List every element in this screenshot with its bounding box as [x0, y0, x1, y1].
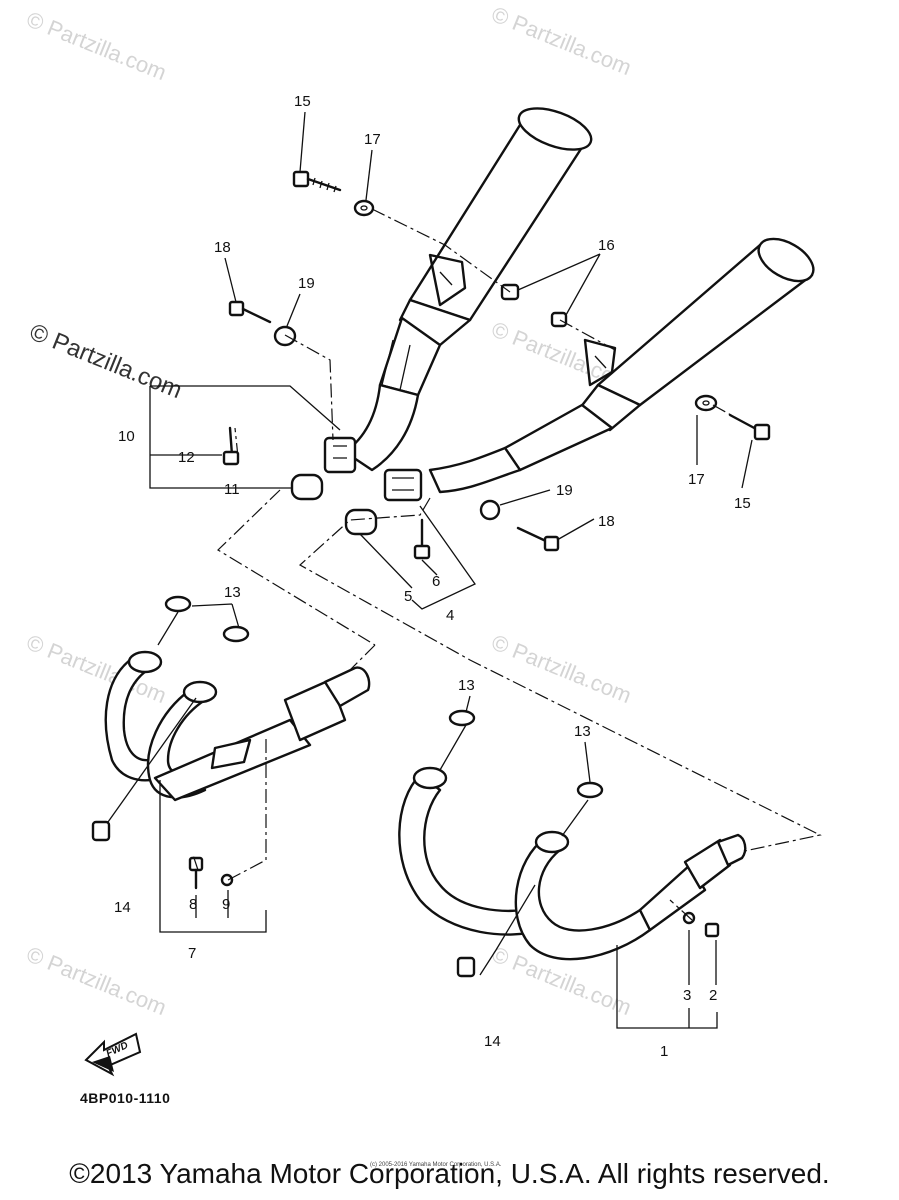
callout-5: 5 — [404, 588, 412, 605]
watermark: © Partzilla.com — [23, 941, 170, 1020]
callout-12: 12 — [178, 449, 195, 466]
callout-2: 2 — [709, 987, 717, 1004]
callout-13-right-b: 13 — [574, 723, 591, 740]
right-exhaust-pipe — [398, 709, 747, 978]
callout-13-right-a: 13 — [458, 677, 475, 694]
right-muffler-clamp — [383, 468, 423, 502]
watermark: © Partzilla.com — [488, 1, 635, 80]
callout-18-upper: 18 — [214, 239, 231, 256]
callout-7: 7 — [188, 945, 196, 962]
callout-11: 11 — [224, 481, 240, 498]
callout-17-lower: 17 — [688, 471, 705, 488]
small-credit-line: (c) 2005-2016 Yamaha Motor Corporation, … — [370, 1162, 502, 1168]
callout-1: 1 — [660, 1043, 668, 1060]
callout-10: 10 — [118, 428, 135, 445]
callout-16: 16 — [598, 237, 615, 254]
hardware-top — [222, 170, 771, 560]
callout-8: 8 — [189, 896, 197, 913]
callout-14-left: 14 — [114, 899, 131, 916]
watermark-prominent: © Partzilla.com — [26, 319, 186, 405]
callout-19-lower: 19 — [556, 482, 573, 499]
watermark: © Partzilla.com — [488, 629, 635, 708]
fwd-arrow-icon: FWD — [84, 1032, 142, 1077]
callout-6: 6 — [432, 573, 440, 590]
left-muffler-clamp — [323, 436, 357, 474]
copyright-notice: ©2013 Yamaha Motor Corporation, U.S.A. A… — [69, 1158, 830, 1189]
callout-3: 3 — [683, 987, 691, 1004]
callout-labels: 15 17 16 18 19 10 12 11 17 15 19 18 5 6 … — [114, 93, 751, 1060]
assembly-lines — [192, 208, 822, 921]
callout-17-upper: 17 — [364, 131, 381, 148]
diagram-code: 4BP010-1110 — [80, 1090, 171, 1106]
right-muffler — [383, 237, 815, 502]
callout-19-upper: 19 — [298, 275, 315, 292]
leader-lines — [107, 111, 753, 1029]
left-exhaust-pipe — [91, 595, 371, 890]
callout-13-left: 13 — [224, 584, 241, 601]
callout-9: 9 — [222, 896, 230, 913]
callout-15-lower: 15 — [734, 495, 751, 512]
callout-4: 4 — [446, 607, 454, 624]
left-muffler — [323, 107, 593, 474]
watermark: © Partzilla.com — [23, 6, 170, 85]
callout-15-upper: 15 — [294, 93, 311, 110]
callout-14-right: 14 — [484, 1033, 501, 1050]
callout-18-lower: 18 — [598, 513, 615, 530]
